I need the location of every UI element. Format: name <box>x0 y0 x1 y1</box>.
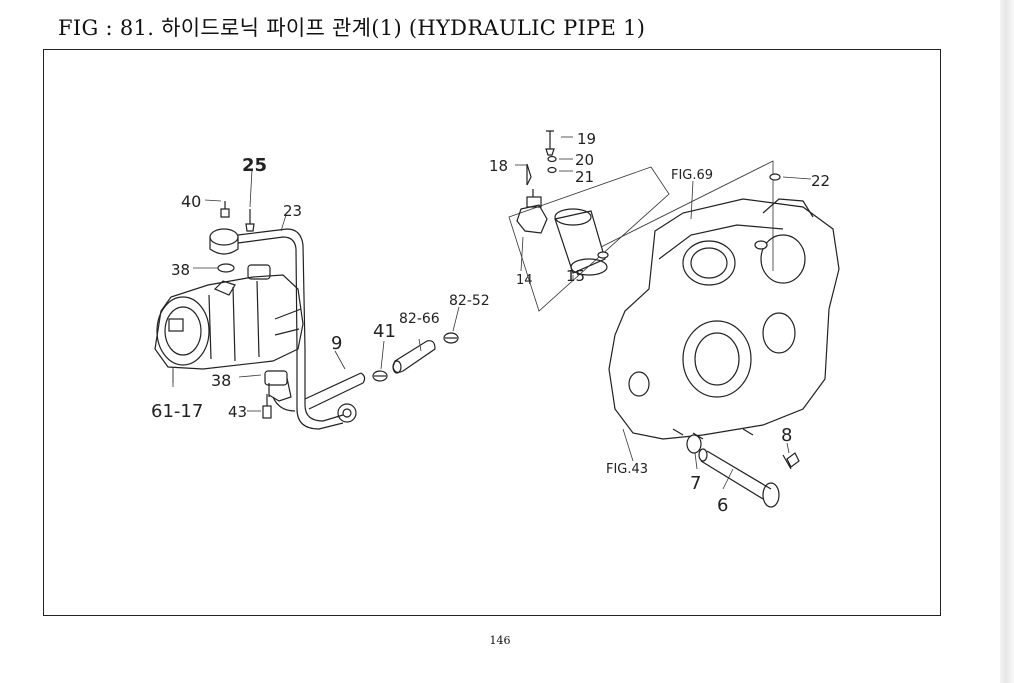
callout-14: 14 <box>516 273 533 288</box>
callout-18: 18 <box>489 157 508 175</box>
callout-38-lower: 38 <box>211 371 231 390</box>
clamp-41 <box>372 370 388 382</box>
callout-22: 22 <box>811 172 830 190</box>
callout-8: 8 <box>781 425 792 446</box>
callout-25: 25 <box>242 155 267 176</box>
page-number: 146 <box>489 634 511 647</box>
callout-15: 15 <box>566 267 585 285</box>
hose-9 <box>304 372 366 410</box>
callout-labels: 25 40 23 38 61-17 38 43 9 41 82-66 82-52… <box>151 130 830 516</box>
diagram-frame <box>43 49 941 616</box>
transmission-housing <box>600 160 840 440</box>
leader-lines <box>172 136 812 490</box>
callout-40: 40 <box>181 192 201 211</box>
callout-21: 21 <box>575 168 594 186</box>
callout-82-52: 82-52 <box>449 293 490 309</box>
page-edge-shadow <box>1000 0 1014 683</box>
hose-82-66 <box>392 340 436 374</box>
callout-61-17: 61-17 <box>151 401 203 422</box>
callout-20: 20 <box>575 151 594 169</box>
parts-diagram: 25 40 23 38 61-17 38 43 9 41 82-66 82-52… <box>151 130 840 516</box>
pipe-flange <box>337 403 357 423</box>
callout-fig69: FIG.69 <box>671 168 713 183</box>
callout-6: 6 <box>717 495 728 516</box>
o-ring-7 <box>686 434 702 454</box>
callout-43: 43 <box>228 403 247 421</box>
callout-82-66: 82-66 <box>399 311 440 327</box>
bolt-43 <box>262 394 272 419</box>
callout-38-upper: 38 <box>171 261 190 279</box>
filter-assembly <box>508 130 670 312</box>
pipe-fitting-top <box>209 201 255 273</box>
figure-title: FIG : 81. 하이드로닉 파이프 관계(1) (HYDRAULIC PIP… <box>58 16 646 40</box>
callout-7: 7 <box>690 473 701 494</box>
clamp-82-52 <box>443 332 459 344</box>
callout-fig43: FIG.43 <box>606 462 648 477</box>
hydraulic-pump-assembly <box>154 264 304 387</box>
bolt-8 <box>782 452 800 470</box>
callout-19: 19 <box>577 130 596 148</box>
callout-9: 9 <box>331 333 342 354</box>
pipe-23 <box>237 228 344 430</box>
shaft-6 <box>698 448 780 508</box>
callout-23: 23 <box>283 202 302 220</box>
callout-41: 41 <box>373 321 396 342</box>
